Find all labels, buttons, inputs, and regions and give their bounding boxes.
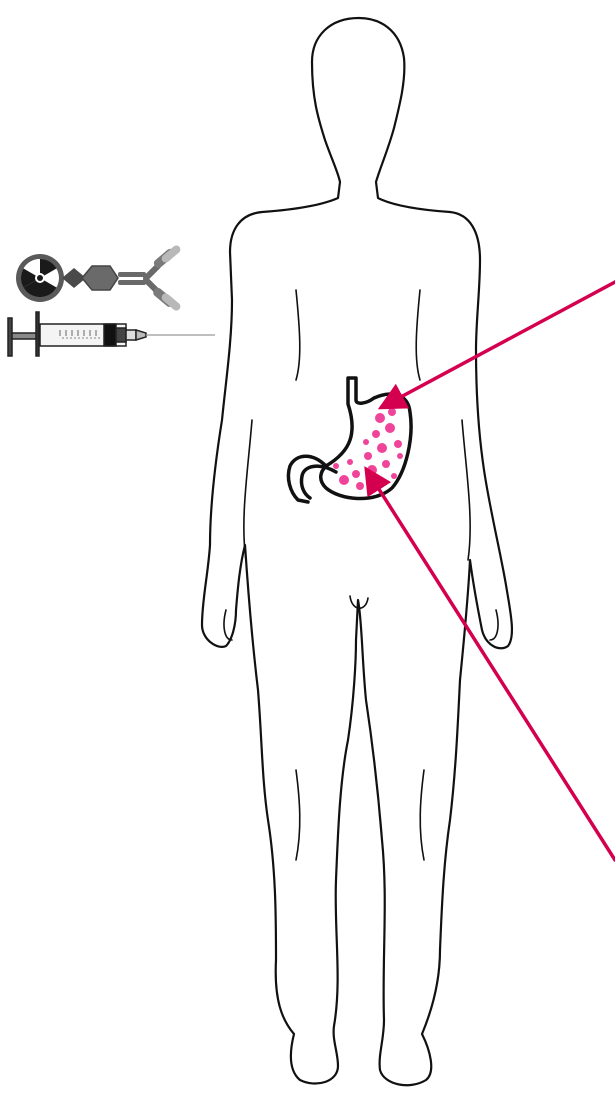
body-contours [224,290,498,860]
linker-hexagon [82,266,118,290]
body-outline [202,18,512,1085]
arrow-lower [368,472,615,860]
stomach [288,378,411,502]
antibody-conjugate-icon [16,244,182,312]
radiation-icon [16,254,64,302]
pointer-arrows [368,282,615,860]
syringe-icon [8,312,215,356]
stomach-outline [321,378,411,499]
antibody-arms [146,266,158,292]
